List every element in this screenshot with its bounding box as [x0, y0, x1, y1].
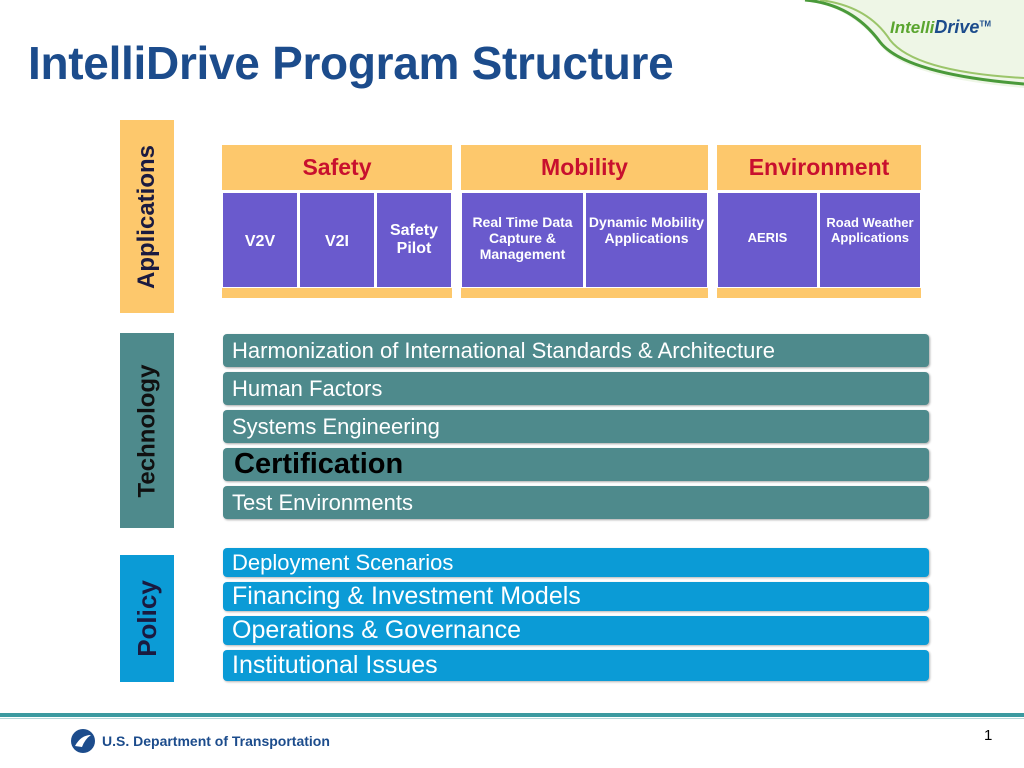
app-box-safety-pilot: Safety Pilot	[376, 192, 452, 288]
header-swoosh-decoration	[800, 0, 1024, 88]
section-label-applications: Applications	[120, 120, 174, 313]
footer-divider	[0, 713, 1024, 717]
section-label-policy-text: Policy	[131, 580, 162, 657]
logo-text-intelli: Intelli	[890, 18, 935, 37]
app-label-road-weather: Road Weather Applications	[826, 215, 914, 245]
section-label-applications-text: Applications	[133, 144, 161, 289]
logo-trademark: TM	[979, 19, 991, 29]
technology-bar-test-environments: Test Environments	[223, 486, 929, 519]
category-footer-environment	[717, 288, 921, 298]
app-label-dynamic-mobility: Dynamic Mobility Applications	[588, 214, 705, 247]
app-box-dynamic-mobility: Dynamic Mobility Applications	[585, 192, 708, 288]
technology-label-harmonization: Harmonization of International Standards…	[232, 337, 775, 363]
policy-label-operations: Operations & Governance	[232, 616, 522, 644]
technology-bar-harmonization: Harmonization of International Standards…	[223, 334, 929, 367]
section-label-technology: Technology	[120, 333, 174, 528]
policy-bar-financing: Financing & Investment Models	[223, 582, 929, 611]
technology-bar-certification: Certification	[223, 448, 929, 481]
footer-department-name: U.S. Department of Transportation	[102, 733, 330, 749]
technology-label-systems-engineering: Systems Engineering	[232, 413, 440, 439]
technology-label-certification: Certification	[234, 448, 404, 480]
policy-bar-deployment-scenarios: Deployment Scenarios	[223, 548, 929, 577]
app-label-real-time-data: Real Time Data Capture & Management	[472, 214, 573, 263]
technology-bar-systems-engineering: Systems Engineering	[223, 410, 929, 443]
category-label-safety: Safety	[302, 154, 372, 180]
dot-logo-icon	[71, 729, 95, 753]
technology-label-human-factors: Human Factors	[232, 375, 383, 401]
intellidrive-logo: IntelliDriveTM	[890, 17, 991, 38]
technology-label-test-environments: Test Environments	[232, 489, 413, 515]
policy-label-financing: Financing & Investment Models	[232, 582, 581, 610]
app-box-aeris: AERIS	[717, 192, 818, 288]
app-label-v2i: V2I	[324, 233, 349, 250]
section-label-technology-text: Technology	[133, 364, 161, 497]
section-label-policy: Policy	[120, 555, 174, 682]
policy-label-deployment-scenarios: Deployment Scenarios	[232, 549, 454, 575]
category-footer-safety	[222, 288, 452, 298]
category-footer-mobility	[461, 288, 708, 298]
category-label-mobility: Mobility	[541, 154, 628, 180]
app-box-v2i: V2I	[299, 192, 375, 288]
app-box-real-time-data: Real Time Data Capture & Management	[461, 192, 584, 288]
app-box-road-weather: Road Weather Applications	[819, 192, 921, 288]
footer-divider-thin	[0, 718, 1024, 719]
app-label-safety-pilot: Safety Pilot	[389, 222, 439, 258]
policy-bar-operations: Operations & Governance	[223, 616, 929, 645]
policy-bar-institutional: Institutional Issues	[223, 650, 929, 681]
page-title: IntelliDrive Program Structure	[28, 37, 674, 89]
technology-bar-human-factors: Human Factors	[223, 372, 929, 405]
slide-number: 1	[984, 727, 993, 744]
app-label-aeris: AERIS	[747, 230, 788, 245]
logo-text-drive: Drive	[934, 17, 980, 37]
category-header-safety: Safety	[222, 145, 452, 190]
category-label-environment: Environment	[748, 154, 890, 180]
app-label-v2v: V2V	[244, 233, 276, 250]
app-box-v2v: V2V	[222, 192, 298, 288]
category-header-mobility: Mobility	[461, 145, 708, 190]
policy-label-institutional: Institutional Issues	[232, 651, 438, 679]
category-header-environment: Environment	[717, 145, 921, 190]
